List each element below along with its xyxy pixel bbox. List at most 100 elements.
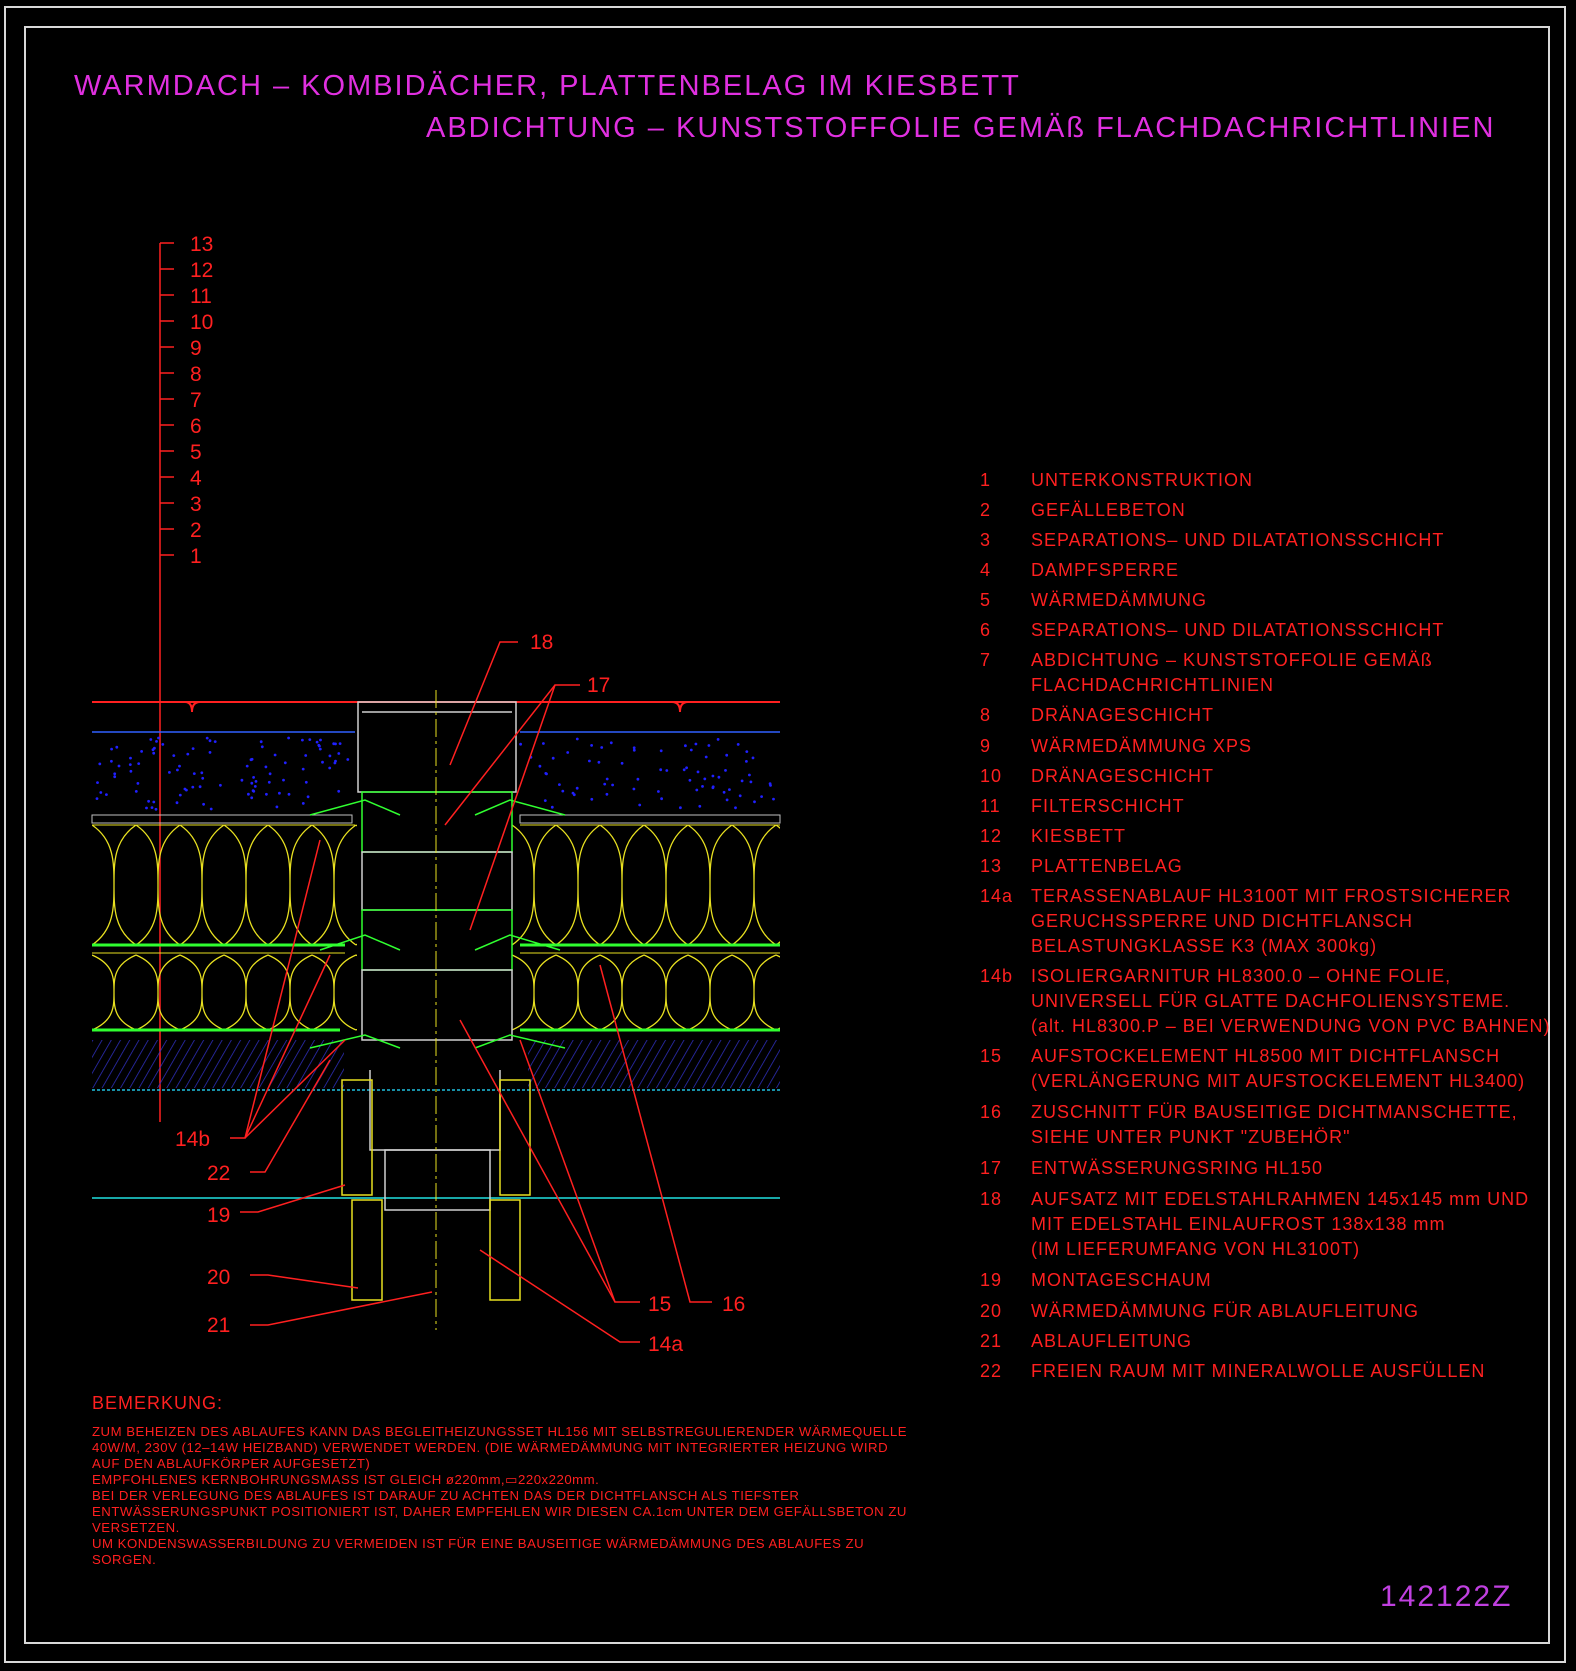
- gravel-dot: [301, 802, 305, 805]
- gravel-dot: [695, 788, 699, 792]
- gravel-dot: [769, 784, 772, 787]
- gravel-dot: [684, 744, 687, 748]
- gravel-dot: [694, 742, 698, 746]
- gravel-dot: [703, 777, 707, 781]
- legend-text: PLATTENBELAG: [1031, 856, 1183, 876]
- callout-14b: 14b: [175, 1128, 210, 1151]
- leader-lines: [230, 641, 712, 1343]
- gravel-dot: [749, 780, 753, 784]
- legend-number: 14a: [980, 886, 1014, 906]
- gravel-dot: [632, 787, 636, 791]
- gravel-dot: [632, 746, 636, 750]
- gravel-dot: [178, 793, 182, 797]
- gravel-dot: [147, 799, 151, 803]
- gravel-dot: [542, 742, 545, 745]
- gravel-dot: [192, 772, 196, 775]
- legend-text: SEPARATIONS– UND DILATATIONSSCHICHT: [1031, 620, 1445, 640]
- gravel-dot: [337, 752, 341, 755]
- gravel-dot: [200, 771, 204, 775]
- gravel-dot: [728, 788, 731, 791]
- legend-number: 19: [980, 1270, 1003, 1290]
- legend-number: 6: [980, 620, 992, 640]
- gravel-dot: [283, 761, 287, 765]
- gravel-dot: [145, 806, 148, 810]
- legend-number: 11: [980, 796, 1001, 816]
- callout-18: 18: [530, 631, 553, 654]
- insulation-wave: [599, 824, 645, 946]
- gravel-dot: [638, 803, 642, 807]
- gravel-dot: [96, 781, 99, 784]
- insulation-wave: [511, 954, 557, 1031]
- gravel-dot: [155, 740, 158, 743]
- legend-number: 9: [980, 736, 992, 756]
- legend-text: DRÄNAGESCHICHT: [1031, 705, 1215, 725]
- gravel-dot: [275, 805, 279, 809]
- legend-number: 21: [980, 1331, 1003, 1351]
- legend-text: DRÄNAGESCHICHT: [1031, 766, 1215, 786]
- gravel-dot: [659, 749, 663, 753]
- callout-17: 17: [587, 674, 610, 697]
- gravel-dot: [657, 790, 660, 793]
- legend-number: 4: [980, 560, 992, 580]
- legend-item-22: 22 FREIEN RAUM MIT MINERALWOLLE AUSFÜLLEN: [980, 1359, 1560, 1384]
- gravel-dot: [249, 758, 253, 762]
- gravel-dot: [154, 807, 158, 811]
- scale-label: 9: [190, 337, 202, 360]
- gravel-dot: [304, 754, 308, 757]
- scale-label: 8: [190, 363, 202, 386]
- gravel-dot: [282, 778, 285, 782]
- gravel-dot: [319, 738, 322, 742]
- gravel-dot: [208, 751, 212, 754]
- legend-text: ABDICHTUNG – KUNSTSTOFFOLIE GEMÄß FLACHD…: [1031, 650, 1433, 695]
- gravel-dot: [98, 762, 102, 766]
- gravel-dot: [711, 774, 715, 778]
- gravel-dot: [704, 755, 708, 759]
- gravel-dot: [315, 740, 319, 744]
- drain-body: [309, 690, 566, 1330]
- gravel-dot: [95, 797, 99, 800]
- gravel-dot: [551, 756, 555, 760]
- callout-16: 16: [722, 1293, 745, 1316]
- gravel-dot: [128, 763, 132, 766]
- gravel-dot: [337, 789, 341, 793]
- inner-frame: [24, 26, 1550, 1644]
- legend-text: FREIEN RAUM MIT MINERALWOLLE AUSFÜLLEN: [1031, 1361, 1486, 1381]
- legend-text: KIESBETT: [1031, 826, 1127, 846]
- scale-label: 6: [190, 415, 202, 438]
- gravel-dot: [268, 772, 272, 776]
- gravel-dot: [740, 779, 744, 783]
- gravel-dot: [745, 760, 748, 763]
- gravel-dot: [321, 760, 324, 764]
- gravel-dot: [696, 770, 700, 774]
- legend-number: 22: [980, 1361, 1003, 1381]
- gravel-dot: [252, 776, 256, 779]
- gravel-dot: [129, 756, 132, 760]
- gravel-dot: [738, 794, 742, 798]
- insulation-wave: [731, 954, 777, 1031]
- gravel-dot: [698, 804, 702, 808]
- callout-15: 15: [648, 1293, 671, 1316]
- insulation-wave: [599, 954, 645, 1031]
- gravel-dot: [273, 753, 277, 757]
- gravel-dot: [338, 742, 342, 745]
- remark-block: BEMERKUNG: ZUM BEHEIZEN DES ABLAUFES KAN…: [92, 1393, 922, 1568]
- gravel-dot: [149, 738, 153, 741]
- gravel-dot: [600, 746, 604, 749]
- gravel-dot: [605, 777, 609, 781]
- gravel-dot: [304, 780, 308, 784]
- gravel-dot: [99, 791, 103, 794]
- gravel-dot: [205, 736, 209, 740]
- gravel-dot: [161, 743, 165, 746]
